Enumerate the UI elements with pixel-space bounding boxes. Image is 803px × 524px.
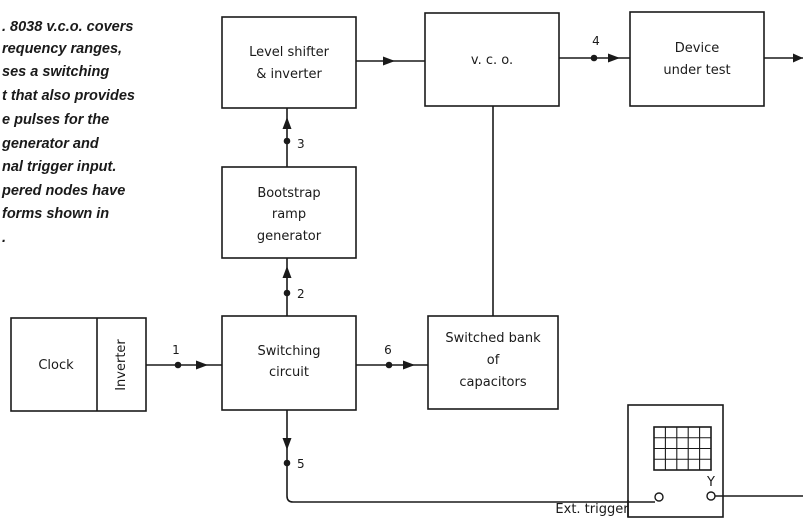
capacitors-label-1: Switched bank <box>445 331 541 346</box>
ext-trigger-label: Ext. trigger <box>555 502 629 517</box>
bootstrap-label-1: Bootstrap <box>257 186 320 201</box>
vco-block: v. c. o. <box>425 13 559 106</box>
node-label-5: 5 <box>297 457 305 471</box>
vco-label: v. c. o. <box>471 53 513 68</box>
bootstrap-label-2: ramp <box>272 207 306 222</box>
switching-circuit-block: Switching circuit <box>222 316 356 410</box>
caption-line-5: e pulses for the <box>2 112 109 128</box>
wire-node-2: 2 <box>283 258 305 316</box>
node-label-6: 6 <box>384 343 392 357</box>
caption-line-9: forms shown in <box>2 206 109 222</box>
caption-line-2: requency ranges, <box>2 41 122 57</box>
caption-line-3: ses a switching <box>2 64 109 80</box>
wire-node-1: 1 <box>146 343 222 370</box>
ext-trigger-terminal <box>655 493 663 501</box>
switching-label-1: Switching <box>257 344 320 359</box>
caption-line-4: t that also provides <box>2 88 135 104</box>
node-label-2: 2 <box>297 287 305 301</box>
y-input-label: Y <box>706 475 715 490</box>
wire-node-4: 4 <box>559 34 630 63</box>
node-label-1: 1 <box>172 343 180 357</box>
wire-node-3: 3 <box>283 108 305 167</box>
clock-block: Clock Inverter <box>11 318 146 411</box>
capacitors-label-2: of <box>487 353 500 368</box>
inverter-label: Inverter <box>114 339 129 391</box>
node-label-4: 4 <box>592 34 600 48</box>
dut-label-1: Device <box>675 41 719 56</box>
device-under-test-block: Device under test <box>630 12 764 106</box>
caption-line-8: pered nodes have <box>1 183 125 199</box>
level-shifter-block: Level shifter & inverter <box>222 17 356 108</box>
bootstrap-label-3: generator <box>257 229 322 244</box>
level-shifter-label-1: Level shifter <box>249 45 330 60</box>
bootstrap-ramp-generator-block: Bootstrap ramp generator <box>222 167 356 258</box>
wire-levelshifter-vco <box>356 57 425 66</box>
wire-dut-to-scope <box>715 54 803 497</box>
y-input-terminal <box>707 492 715 500</box>
node-label-3: 3 <box>297 137 305 151</box>
capacitors-label-3: capacitors <box>459 375 526 390</box>
level-shifter-label-2: & inverter <box>256 67 322 82</box>
switching-label-2: circuit <box>269 365 309 380</box>
wire-node-6: 6 <box>356 343 428 370</box>
dut-label-2: under test <box>663 63 730 78</box>
clock-label: Clock <box>38 358 74 373</box>
wire-node-5: 5 <box>283 410 656 502</box>
figure-caption: . 8038 v.c.o. covers requency ranges, se… <box>1 19 135 246</box>
caption-line-1: . 8038 v.c.o. covers <box>2 19 133 35</box>
caption-line-10: . <box>2 230 6 246</box>
caption-line-7: nal trigger input. <box>2 159 116 175</box>
caption-line-6: generator and <box>1 136 100 152</box>
switched-capacitor-bank-block: Switched bank of capacitors <box>428 316 558 409</box>
oscilloscope-block: Y Ext. trigger <box>555 405 723 517</box>
